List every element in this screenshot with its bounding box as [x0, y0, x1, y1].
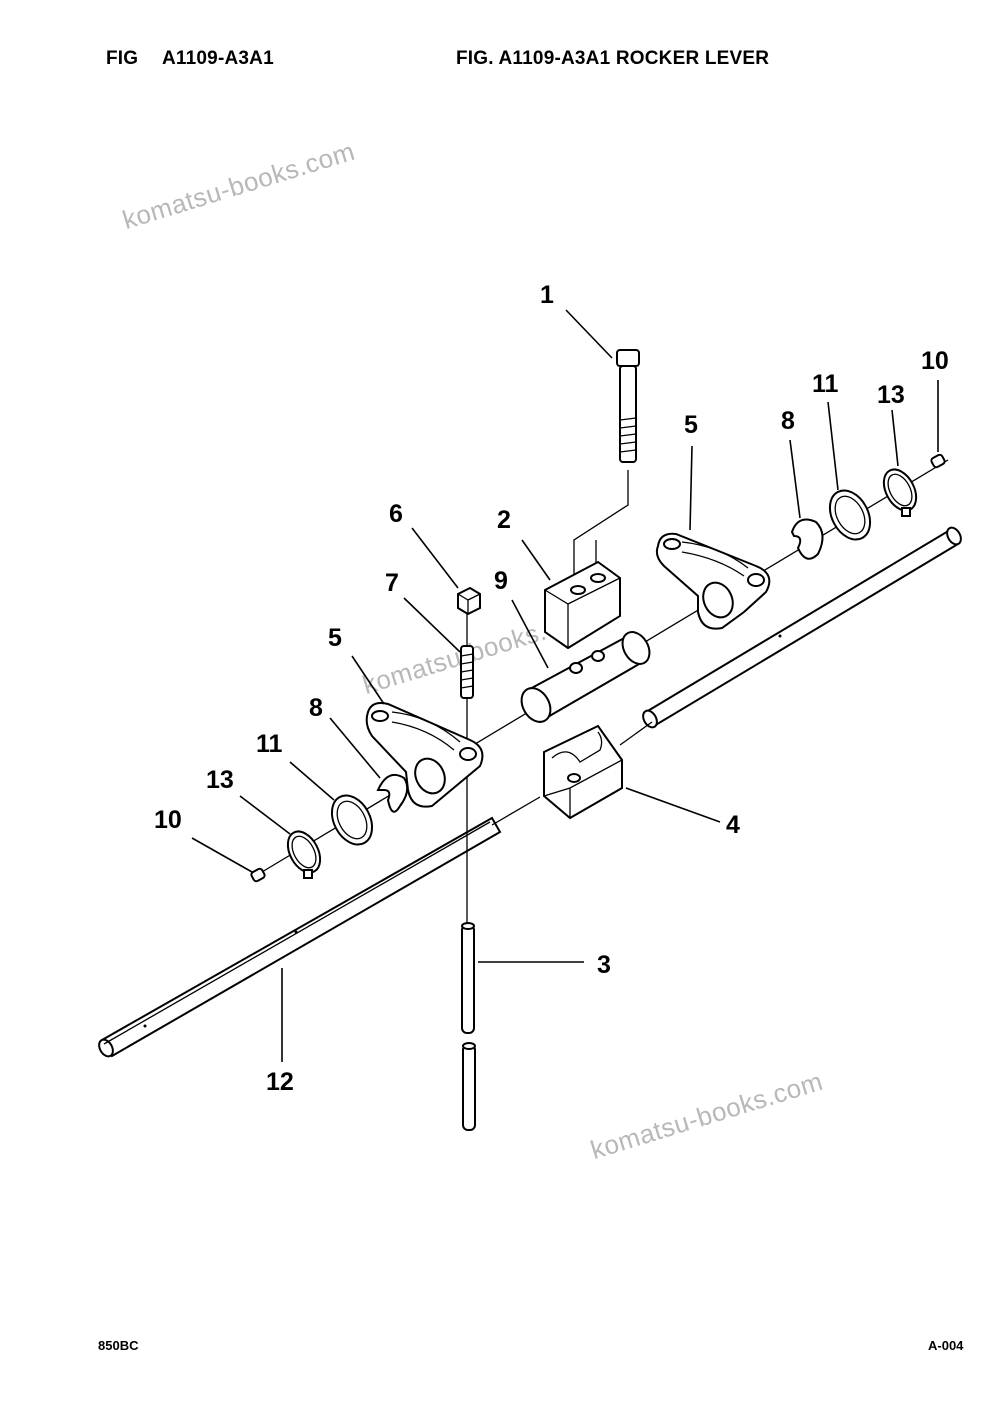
- callout-4: 4: [726, 811, 740, 839]
- callout-6: 6: [389, 500, 403, 528]
- nut: [457, 586, 481, 616]
- assembly-axis: [619, 721, 653, 746]
- figure-title: FIG. A1109-A3A1 ROCKER LEVER: [456, 48, 770, 69]
- bolt: [573, 349, 640, 600]
- dowel-pin: [461, 612, 476, 1131]
- washer-left: [330, 794, 374, 846]
- callout-7: 7: [385, 569, 399, 597]
- page-number: A-004: [928, 1338, 964, 1353]
- upper-bracket: [544, 560, 621, 650]
- model-code: 850BC: [98, 1338, 139, 1353]
- lower-bracket: [543, 724, 623, 820]
- callout-5: 5: [328, 624, 342, 652]
- callout-5: 5: [684, 411, 698, 439]
- callout-2: 2: [497, 506, 511, 534]
- callout-13: 13: [877, 381, 905, 409]
- snap-ring-left: [286, 830, 322, 879]
- leader-lines: [191, 309, 939, 1062]
- callout-11: 11: [812, 370, 839, 398]
- snap-ring-right: [882, 468, 918, 517]
- callout-9: 9: [494, 567, 508, 595]
- washer-right: [828, 489, 872, 541]
- callout-11: 11: [256, 730, 283, 758]
- plug-left: [250, 867, 266, 883]
- figure-label: FIG: [106, 48, 139, 69]
- rocker-shaft: [98, 526, 962, 1058]
- assembly-axis: [491, 796, 541, 826]
- callout-8: 8: [781, 407, 795, 435]
- callout-13: 13: [206, 766, 234, 794]
- spring-washer-right: [790, 518, 824, 560]
- adjusting-screw: [460, 645, 474, 699]
- rocker-lever-left: [365, 702, 484, 808]
- plug-right: [930, 453, 946, 469]
- callout-8: 8: [309, 694, 323, 722]
- callout-3: 3: [597, 951, 611, 979]
- rocker-lever-right: [655, 532, 771, 630]
- callout-1: 1: [540, 281, 554, 309]
- rocker-pivot-shaft: [520, 631, 651, 723]
- callout-10: 10: [154, 806, 182, 834]
- spring-washer-left: [376, 774, 409, 813]
- callout-12: 12: [266, 1068, 294, 1096]
- callout-10: 10: [921, 347, 949, 375]
- figure-code: A1109-A3A1: [162, 48, 274, 69]
